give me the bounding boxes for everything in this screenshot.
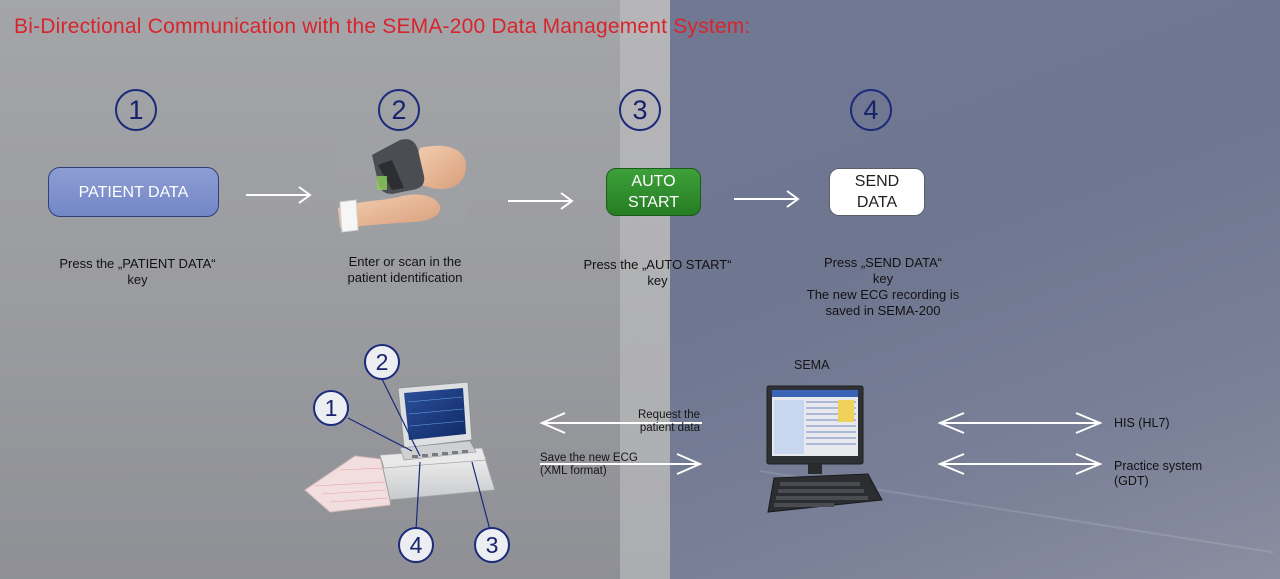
patient-data-button[interactable]: PATIENT DATA xyxy=(48,167,219,217)
step-2-caption: Enter or scan in the patient identificat… xyxy=(347,254,463,285)
send-data-label: SEND DATA xyxy=(854,173,900,211)
send-data-button[interactable]: SEND DATA xyxy=(829,168,925,216)
auto-start-button[interactable]: AUTO START xyxy=(606,168,701,216)
ecg-machine-icon xyxy=(304,376,496,531)
barcode-scanner-icon xyxy=(336,139,466,233)
background-left xyxy=(0,0,620,579)
practice-system-label: Practice system (GDT) xyxy=(1114,459,1203,488)
step-1-caption: Press the „PATIENT DATA“ key xyxy=(59,256,216,287)
step-1-number: 1 xyxy=(115,89,157,131)
sema-label: SEMA xyxy=(794,358,830,372)
his-double-arrow xyxy=(937,412,1103,434)
patient-data-label: PATIENT DATA xyxy=(78,183,189,201)
step-4-caption: Press „SEND DATA“ key The new ECG record… xyxy=(806,255,960,318)
device-callout-2: 2 xyxy=(364,344,400,380)
his-label: HIS (HL7) xyxy=(1114,416,1170,430)
device-callout-1: 1 xyxy=(313,390,349,426)
step-3-caption: Press the „AUTO START“ key xyxy=(583,257,732,288)
request-data-label: Request the patient data xyxy=(637,409,700,434)
save-ecg-label: Save the new ECG (XML format) xyxy=(540,452,638,477)
background-right xyxy=(670,0,1280,579)
auto-start-label: AUTO START xyxy=(628,173,679,211)
page-title: Bi-Directional Communication with the SE… xyxy=(14,15,751,38)
request-data-arrow xyxy=(539,412,702,434)
flow-arrow-3 xyxy=(734,190,800,208)
computer-workstation-icon xyxy=(766,385,883,513)
flow-arrow-2 xyxy=(508,192,574,210)
device-callout-4: 4 xyxy=(398,527,434,563)
step-4-number: 4 xyxy=(850,89,892,131)
flow-arrow-1 xyxy=(246,186,312,204)
save-ecg-arrow xyxy=(540,453,703,475)
step-2-number: 2 xyxy=(378,89,420,131)
practice-double-arrow xyxy=(937,453,1103,475)
device-callout-3: 3 xyxy=(474,527,510,563)
step-3-number: 3 xyxy=(619,89,661,131)
